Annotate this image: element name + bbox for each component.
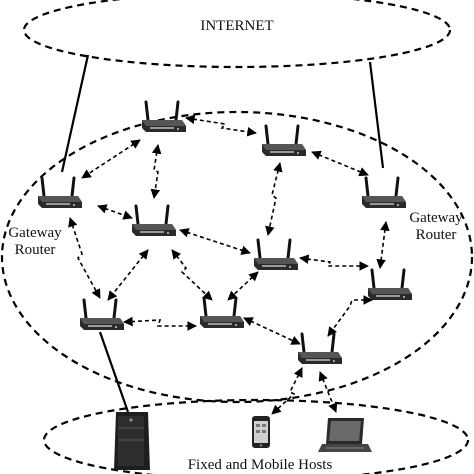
link-midleft-center: [179, 228, 251, 255]
router-icon: [252, 238, 300, 272]
router-icon: [198, 296, 246, 330]
gateway-router-right-label: Gateway Router: [398, 210, 474, 244]
link-gwleft-bottomleft: [68, 217, 101, 299]
host-desktop-link: [98, 331, 130, 413]
gateway-left-line2: Router: [14, 242, 56, 258]
wireless-links: [68, 114, 390, 415]
link-midleft-bottommid: [171, 249, 213, 301]
gateway-right-line1: Gateway: [409, 210, 463, 226]
smartphone-icon: [252, 416, 270, 448]
router-icon: [260, 124, 308, 158]
link-topleft-gwleft: [81, 139, 141, 179]
hosts-region: [42, 398, 470, 474]
gateway-router-right-icon: [360, 176, 408, 210]
gateway-right-uplink: [368, 61, 385, 169]
router-icon: [296, 332, 344, 366]
link-center-bottommid: [227, 271, 259, 301]
mesh-network-region: [0, 110, 474, 404]
link-bottomright-laptop: [318, 371, 338, 413]
router-icon: [366, 268, 414, 302]
link-gwleft-midleft: [97, 204, 133, 220]
router-icon: [140, 100, 188, 134]
link-center-gwright: [299, 254, 369, 271]
link-bottomright-phone: [271, 367, 303, 415]
desktop-tower-icon: [114, 412, 150, 470]
router-icon: [130, 204, 178, 238]
link-right-bottomright: [327, 295, 373, 337]
link-topleft-midleft: [150, 144, 162, 199]
gateway-router-left-label: Gateway Router: [0, 225, 70, 259]
hosts-label: Fixed and Mobile Hosts: [187, 457, 333, 473]
internet-cloud: [22, 0, 452, 69]
link-topmid-center: [265, 162, 283, 236]
laptop-icon: [318, 418, 372, 452]
gateway-left-uplink: [60, 54, 90, 173]
router-icon: [78, 298, 126, 332]
link-gwright-right: [376, 221, 390, 269]
link-topmid-gwright: [311, 150, 369, 177]
gateway-left-line1: Gateway: [8, 225, 62, 241]
link-bottommid-bottomright: [243, 317, 301, 345]
link-bottomleft-bottommid: [123, 316, 197, 331]
gateway-right-line2: Router: [415, 227, 457, 243]
internet-label: INTERNET: [200, 18, 274, 34]
link-topleft-topmid: [185, 114, 257, 137]
link-midleft-bottomleft: [107, 249, 149, 301]
gateway-router-left-icon: [36, 176, 84, 210]
